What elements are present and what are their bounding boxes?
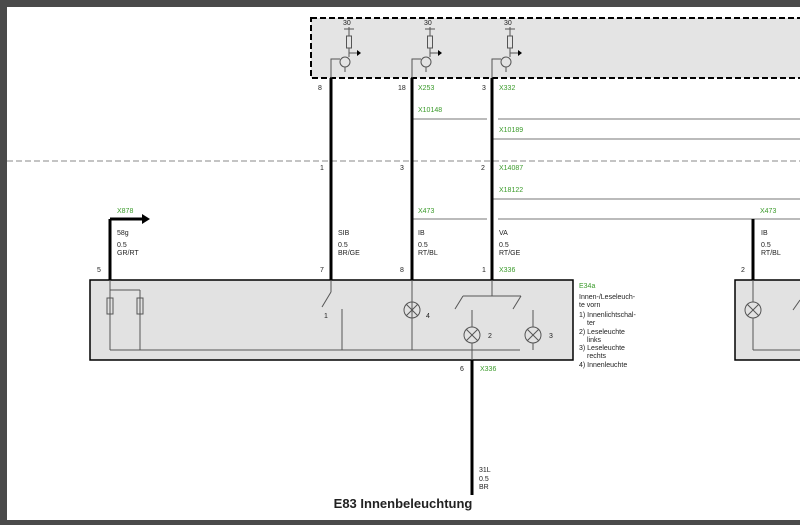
svg-text:1: 1 (482, 267, 486, 274)
connector-label[interactable]: X336 (499, 267, 515, 274)
svg-text:IB: IB (418, 230, 425, 237)
pin-label: 1 (320, 165, 324, 172)
component-legend: E34a Innen-/Leseleuch- te vorn 1) Innenl… (579, 283, 636, 369)
part-number: 1 (324, 313, 328, 320)
wire-label-va: VA 0.5RT/GE 1 (482, 230, 521, 274)
pin-label: 6 (460, 366, 464, 373)
svg-text:2: 2 (741, 267, 745, 274)
pin-label: 3 (400, 165, 404, 172)
svg-text:0.5: 0.5 (479, 476, 489, 483)
connector-label[interactable]: X10189 (499, 127, 523, 134)
connector-label[interactable]: X878 (117, 208, 133, 215)
svg-text:ter: ter (587, 320, 596, 327)
svg-text:8: 8 (400, 267, 404, 274)
wire-label-58g: 58g 0.5GR/RT 5 (97, 230, 139, 274)
svg-text:RT/GE: RT/GE (499, 250, 521, 257)
supply-label: 30 (504, 20, 512, 27)
supply-label: 30 (424, 20, 432, 27)
svg-text:te vorn: te vorn (579, 302, 601, 309)
module-internal-circuit (106, 280, 542, 360)
svg-text:BR: BR (479, 484, 489, 491)
svg-text:Innen-/Leseleuch-: Innen-/Leseleuch- (579, 294, 636, 301)
arrow-head-icon (142, 214, 150, 224)
svg-text:1) Innenlichtschal-: 1) Innenlichtschal- (579, 312, 636, 319)
svg-text:BR/GE: BR/GE (338, 250, 360, 257)
svg-text:0.5: 0.5 (338, 242, 348, 249)
svg-text:E34a: E34a (579, 283, 595, 290)
module-right-circuit (744, 280, 800, 351)
wire-label-sib: SIB 0.5BR/GE 7 (320, 230, 360, 274)
svg-text:4) Innenleuchte: 4) Innenleuchte (579, 362, 627, 369)
pin-label: 3 (482, 85, 486, 92)
svg-text:0.5: 0.5 (761, 242, 771, 249)
svg-text:RT/BL: RT/BL (418, 250, 438, 257)
svg-text:SIB: SIB (338, 230, 350, 237)
connector-label[interactable]: X18122 (499, 187, 523, 194)
svg-text:VA: VA (499, 230, 508, 237)
svg-text:2) Leseleuchte: 2) Leseleuchte (579, 329, 625, 336)
wire-label-ib: IB 0.5RT/BL 8 (400, 230, 438, 274)
wiring-diagram-sheet: 30 30 30 8 18 3 X253 X332 X10148 (7, 7, 800, 520)
svg-text:links: links (587, 337, 602, 344)
svg-text:58g: 58g (117, 230, 129, 237)
part-number: 3 (549, 333, 553, 340)
pin-label: 18 (398, 85, 406, 92)
svg-text:3) Leseleuchte: 3) Leseleuchte (579, 345, 625, 352)
connector-label[interactable]: X336 (480, 366, 496, 373)
part-number: 4 (426, 313, 430, 320)
pin-label: 8 (318, 85, 322, 92)
transistor-icon: 30 (330, 20, 361, 78)
supply-label: 30 (343, 20, 351, 27)
connector-label[interactable]: X10148 (418, 107, 442, 114)
svg-text:31L: 31L (479, 467, 491, 474)
transistor-icon: 30 (491, 20, 522, 78)
connector-label[interactable]: X14087 (499, 165, 523, 172)
control-unit-box (310, 17, 800, 79)
wiring-diagram: 30 30 30 8 18 3 X253 X332 X10148 (7, 17, 800, 511)
part-number: 2 (488, 333, 492, 340)
svg-text:IB: IB (761, 230, 768, 237)
svg-text:0.5: 0.5 (418, 242, 428, 249)
connector-label[interactable]: X473 (418, 208, 434, 215)
svg-text:5: 5 (97, 267, 101, 274)
wire-label-ib-right: IB 0.5RT/BL 2 (741, 230, 781, 274)
svg-text:0.5: 0.5 (117, 242, 127, 249)
pin-label: 2 (481, 165, 485, 172)
svg-text:7: 7 (320, 267, 324, 274)
transistor-icon: 30 (411, 20, 442, 78)
transistor-drivers: 30 30 30 (330, 20, 522, 78)
connector-label[interactable]: X253 (418, 85, 434, 92)
svg-text:RT/BL: RT/BL (761, 250, 781, 257)
wire-label-31l: 31L 0.5 BR (479, 467, 491, 491)
svg-text:0.5: 0.5 (499, 242, 509, 249)
svg-text:rechts: rechts (587, 353, 607, 360)
connector-label[interactable]: X332 (499, 85, 515, 92)
svg-text:GR/RT: GR/RT (117, 250, 139, 257)
module-right-box[interactable] (734, 279, 800, 361)
diagram-title: E83 Innenbeleuchtung (334, 496, 473, 511)
connector-label[interactable]: X473 (760, 208, 776, 215)
